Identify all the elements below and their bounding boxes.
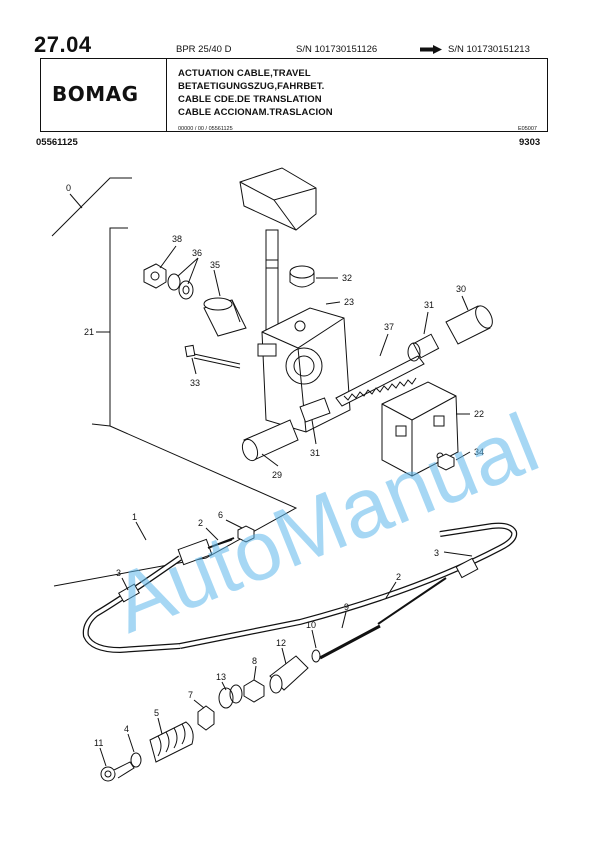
reference-code-right: E05007 (518, 126, 537, 132)
serial-to: S/N 101730151213 (448, 44, 530, 55)
bellows-5 (149, 721, 194, 763)
washer-36c (182, 285, 190, 295)
callout-12: 12 (276, 638, 286, 648)
boot-12 (269, 655, 309, 694)
page-number: 27.04 (34, 32, 92, 57)
rack-37 (335, 355, 425, 407)
exploded-parts-diagram: 0 21 38 36 35 32 23 33 37 31 30 22 29 31… (51, 167, 551, 782)
title-fr: CABLE CDE.DE TRANSLATION (178, 94, 322, 105)
callout-8: 8 (252, 656, 257, 666)
callout-7: 7 (188, 690, 193, 700)
nut-38 (143, 263, 167, 289)
sleeve-29 (241, 419, 299, 462)
callout-23: 23 (344, 297, 354, 307)
o-ring-10 (311, 649, 321, 663)
cap-32 (289, 265, 315, 288)
callout-31-lower: 31 (310, 448, 320, 458)
threaded-pin-2-upper (207, 537, 235, 549)
washer-13b (229, 684, 243, 704)
callout-33: 33 (190, 378, 200, 388)
rod-9 (319, 624, 381, 660)
reference-code: 00000 / 00 / 05561125 (178, 126, 233, 132)
title-de: BETAETIGUNGSZUG,FAHRBET. (178, 81, 325, 92)
bolt-33 (184, 344, 241, 369)
title-en: ACTUATION CABLE,TRAVEL (178, 68, 311, 79)
document-number: 05561125 (36, 137, 78, 148)
callout-1: 1 (132, 512, 137, 522)
title-es: CABLE ACCIONAM.TRASLACION (178, 107, 333, 118)
washer-13a (218, 687, 234, 709)
cable-end-right (377, 557, 479, 625)
lever-handle (239, 167, 317, 331)
callout-22: 22 (474, 409, 484, 419)
model-label: BPR 25/40 D (176, 44, 232, 55)
callout-34: 34 (474, 447, 484, 457)
callout-32: 32 (342, 273, 352, 283)
callout-3-right: 3 (434, 548, 439, 558)
sleeve-30 (445, 305, 493, 345)
callout-5: 5 (154, 708, 159, 718)
serial-from: S/N 101730151126 (296, 44, 378, 55)
callout-13: 13 (216, 672, 226, 682)
nut-6 (237, 525, 255, 543)
washer-36a (167, 273, 181, 291)
cable-assembly-1 (82, 522, 518, 654)
title-block-divider (166, 58, 168, 132)
serial-range-arrow-icon (420, 45, 442, 54)
callout-36: 36 (192, 248, 202, 258)
callout-9: 9 (344, 602, 349, 612)
fitting-31-lower (299, 397, 331, 423)
callout-2-lower: 2 (396, 572, 401, 582)
fitting-31-upper (407, 333, 440, 362)
callout-3-left: 3 (116, 568, 121, 578)
plate-22 (381, 381, 459, 477)
nut-8 (243, 679, 265, 703)
nut-34 (437, 453, 455, 471)
rod-end-11 (100, 761, 135, 782)
callout-30: 30 (456, 284, 466, 294)
washer-4 (130, 752, 142, 768)
callout-2-upper: 2 (198, 518, 203, 528)
brand-logo: BOMAG (52, 82, 139, 106)
callout-10: 10 (306, 620, 316, 630)
callout-11: 11 (94, 738, 103, 748)
title-block (40, 58, 548, 132)
callout-6: 6 (218, 510, 223, 520)
nut-7 (197, 705, 215, 731)
callout-21: 21 (84, 327, 94, 337)
callout-0: 0 (66, 183, 71, 193)
sleeve-35 (203, 297, 247, 337)
callout-4: 4 (124, 724, 129, 734)
housing-23 (257, 307, 351, 433)
washer-36b (178, 280, 194, 300)
date-code: 9303 (519, 137, 541, 148)
callout-38: 38 (172, 234, 182, 244)
callout-29: 29 (272, 470, 282, 480)
callout-37: 37 (384, 322, 394, 332)
callout-35: 35 (210, 260, 220, 270)
callout-31-upper: 31 (424, 300, 434, 310)
